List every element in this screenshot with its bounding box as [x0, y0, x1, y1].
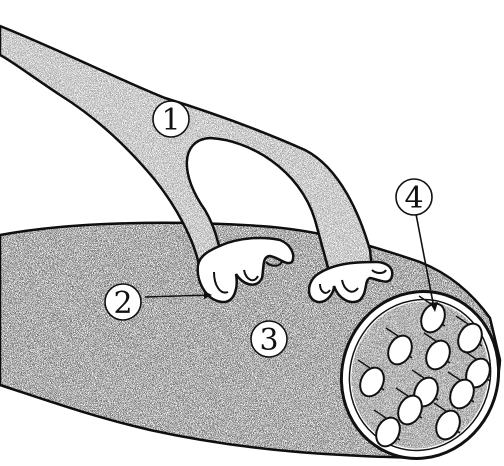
myofibril — [433, 402, 461, 441]
arrowhead-2 — [204, 291, 212, 299]
label-4: 4 — [395, 178, 433, 216]
label-2: 2 — [104, 283, 142, 321]
leader-lines — [144, 213, 438, 312]
myofibril — [423, 332, 451, 371]
synaptic-terminal-left — [196, 236, 295, 304]
arrowhead-4 — [430, 302, 438, 312]
label-1: 1 — [152, 100, 190, 138]
myofibril — [357, 359, 385, 398]
myofibril — [455, 315, 483, 354]
leader-line-2 — [144, 294, 211, 298]
label-3-text: 3 — [259, 323, 278, 358]
label-2-text: 2 — [113, 286, 132, 321]
myofibril — [385, 327, 413, 366]
synaptic-terminal-right — [307, 260, 394, 304]
label-4-text: 4 — [404, 181, 423, 216]
myofibril-group — [357, 295, 491, 448]
label-1-text: 1 — [161, 103, 180, 138]
myofibril — [373, 409, 401, 448]
leader-line-4 — [415, 213, 435, 309]
myofibril — [395, 387, 423, 426]
myofibril — [447, 371, 475, 410]
label-3: 3 — [250, 320, 288, 358]
myofibril — [418, 295, 446, 334]
muscle-cross-section — [339, 290, 501, 460]
